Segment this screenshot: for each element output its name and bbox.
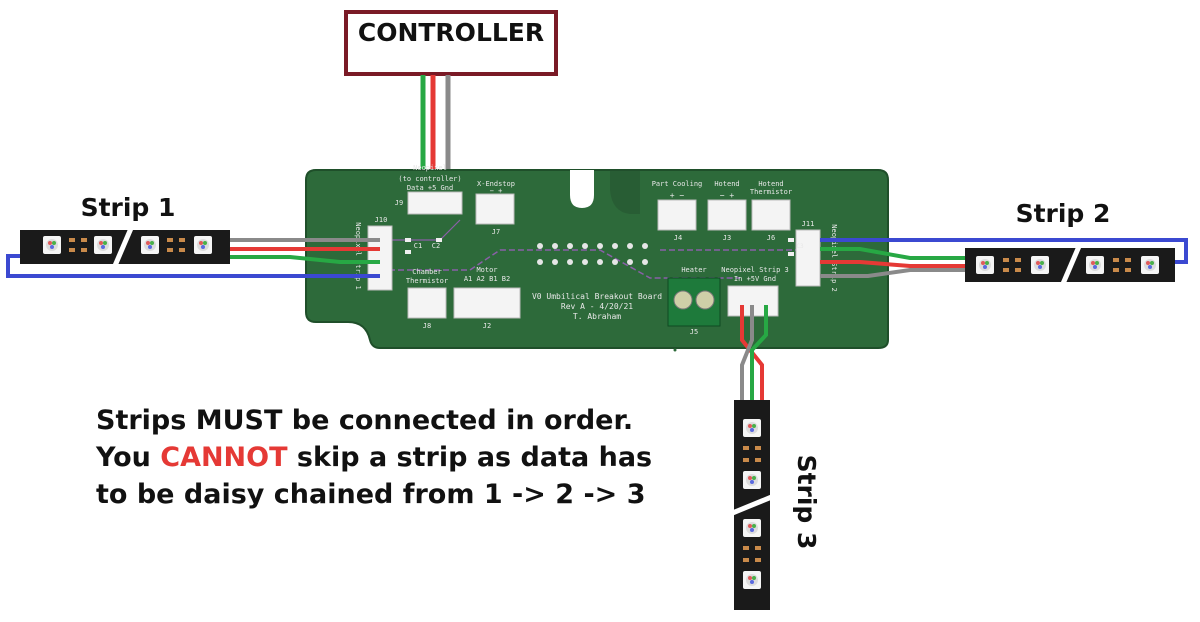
svg-text:X-Endstop: X-Endstop xyxy=(477,180,515,188)
note-line-2: You CANNOT skip a strip as data has xyxy=(96,439,652,476)
board-title-line1: V0 Umbilical Breakout Board xyxy=(532,292,662,301)
svg-text:Thermistor: Thermistor xyxy=(750,188,792,196)
strip-3 xyxy=(729,400,775,610)
svg-text:C2: C2 xyxy=(432,242,440,250)
strip-1-label: Strip 1 xyxy=(81,193,176,222)
svg-text:Chamber: Chamber xyxy=(412,268,442,276)
svg-text:− +: − + xyxy=(720,191,735,200)
svg-text:Neopixel Strip 3: Neopixel Strip 3 xyxy=(721,266,788,274)
strip-1 xyxy=(20,225,230,269)
strip2-wires xyxy=(820,238,1188,278)
board-silkscreen: Neopixel (to controller) Data +5 Gnd J9 … xyxy=(354,164,838,336)
svg-text:J6: J6 xyxy=(767,234,775,242)
svg-text:Thermistor: Thermistor xyxy=(406,277,448,285)
svg-text:J7: J7 xyxy=(492,228,500,236)
note-line-3: to be daisy chained from 1 -> 2 -> 3 xyxy=(96,479,646,510)
board-title-line3: T. Abraham xyxy=(573,312,621,321)
svg-text:C1: C1 xyxy=(414,242,422,250)
svg-text:Neopixel Strip 2: Neopixel Strip 2 xyxy=(830,224,838,291)
strip-2 xyxy=(965,243,1175,287)
svg-text:J8: J8 xyxy=(423,322,431,330)
svg-text:J9: J9 xyxy=(395,199,403,207)
strip3-wires xyxy=(740,305,768,404)
board-title-line2: Rev A - 4/20/21 xyxy=(561,302,633,311)
svg-text:Hotend: Hotend xyxy=(714,180,739,188)
svg-text:In +5V Gnd: In +5V Gnd xyxy=(734,275,776,283)
svg-text:(to controller): (to controller) xyxy=(398,175,461,183)
svg-text:J2: J2 xyxy=(483,322,491,330)
note-line-1: Strips MUST be connected in order. xyxy=(96,405,634,436)
note-line-2-pre: You xyxy=(96,442,161,473)
daisy-chain-note: Strips MUST be connected in order. You C… xyxy=(96,402,652,513)
controller-label: CONTROLLER xyxy=(358,18,544,47)
svg-text:Heater: Heater xyxy=(681,266,706,274)
heater-terminal xyxy=(667,277,721,327)
smd-parts xyxy=(405,238,794,256)
svg-text:J3: J3 xyxy=(723,234,731,242)
svg-text:J5: J5 xyxy=(690,328,698,336)
svg-text:A1 A2 B1 B2: A1 A2 B1 B2 xyxy=(464,275,510,283)
svg-text:C3: C3 xyxy=(796,243,804,250)
svg-text:Hotend: Hotend xyxy=(758,180,783,188)
strip-3-label: Strip 3 xyxy=(792,455,821,550)
controller-box xyxy=(344,10,558,76)
strip-2-label: Strip 2 xyxy=(1016,199,1111,228)
svg-text:Neopixel: Neopixel xyxy=(413,164,447,172)
svg-text:Neopixel Strip 1: Neopixel Strip 1 xyxy=(354,222,362,289)
svg-text:J10: J10 xyxy=(375,216,388,224)
svg-text:J4: J4 xyxy=(674,234,682,242)
strip1-wires xyxy=(6,238,380,278)
svg-text:Part Cooling: Part Cooling xyxy=(652,180,703,188)
svg-text:− +: − + xyxy=(490,187,503,195)
note-warning: CANNOT xyxy=(160,442,288,473)
note-line-2-post: skip a strip as data has xyxy=(287,442,653,473)
svg-text:Motor: Motor xyxy=(476,266,497,274)
svg-text:+ −: + − xyxy=(670,191,685,200)
svg-text:Data +5 Gnd: Data +5 Gnd xyxy=(407,184,453,192)
svg-text:J11: J11 xyxy=(802,220,815,228)
connector-housings xyxy=(367,191,821,319)
